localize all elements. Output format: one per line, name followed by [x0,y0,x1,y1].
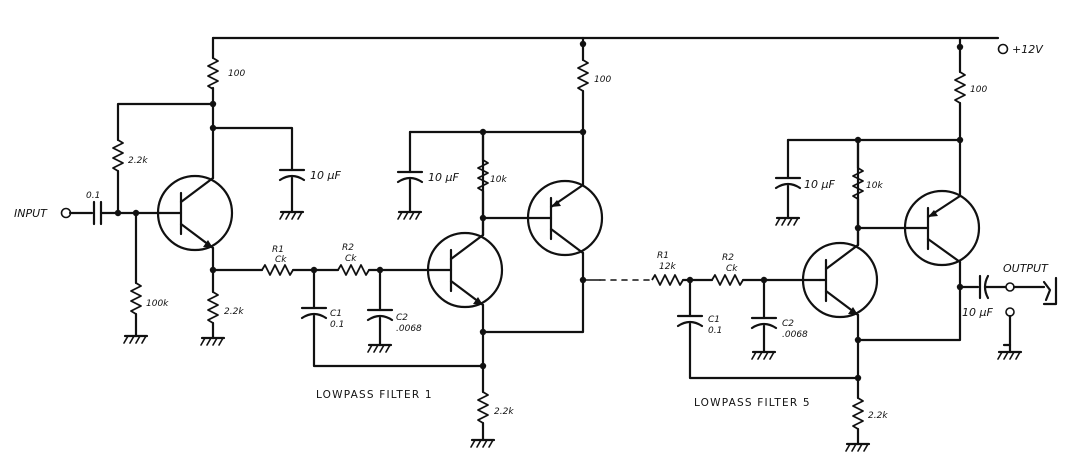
filter1-r2-name: R2 [342,243,354,253]
resistor-emitter-2-2k [477,391,489,424]
transistor-q5 [856,189,981,267]
resistor-emitter-2-2k [207,291,219,324]
resistor-bias-100k [130,282,142,315]
collector-res-label: 100 [228,69,245,79]
filter1-emitter-res-label: 2.2k [494,407,514,417]
transistor-q3 [481,179,604,257]
ground-symbol [775,216,801,226]
filter1-decoupling-label: 10 µF [428,171,459,184]
filter5-caption: LOWPASS FILTER 5 [694,397,811,409]
filter5-c2-name: C2 [782,319,794,329]
supply-terminal: +12V [997,43,1044,56]
ground-symbol [470,438,496,448]
bias-top-label: 2.2k [128,156,148,166]
resistor-base-10k [852,167,864,200]
filter5-r1-name: R1 [657,251,669,261]
input-stage: 100 2.2k INPUT 0.1 100k [14,36,341,346]
transistor-q4 [801,241,879,319]
resistor-base-10k [477,159,489,192]
ground-symbol [123,334,149,344]
resistor-r2 [337,264,370,276]
filter1-caption: LOWPASS FILTER 1 [316,389,433,401]
resistor-r1 [651,274,684,286]
ground-symbol [367,343,393,353]
ground-symbol [751,350,777,360]
resistor-bias-2-2k [112,139,124,172]
filter1-r1-value: Ck [275,255,287,265]
resistor-supply-100 [954,71,966,104]
supply-label: +12V [1012,43,1044,56]
resistor-collector-100 [207,57,219,90]
filter5-emitter-res-label: 2.2k [868,411,888,421]
input-label: INPUT [14,207,48,220]
filter5-r2-value: Ck [726,264,738,274]
ground-symbol [200,336,226,346]
decoupling-cap-label: 10 µF [310,169,341,182]
filter1-supply-res-label: 100 [594,75,611,85]
emitter-res-label: 2.2k [224,307,244,317]
resistor-r2 [711,274,744,286]
output-cap-label: 10 µF [962,306,993,319]
filter1-c2-name: C2 [396,313,408,323]
lowpass-filter-5: R1 12k R2 Ck C1 0.1 C2 .0068 [651,36,987,452]
filter5-r1-value: 12k [659,262,676,272]
filter1-c2-value: .0068 [396,324,422,334]
lowpass-filter-1: R1 Ck R2 Ck C1 0.1 C2 .0068 [211,36,651,448]
transistor-q2 [426,231,504,309]
filter5-c1-value: 0.1 [708,326,722,336]
filter1-c1-name: C1 [330,309,342,319]
transistor-q1 [156,174,234,252]
resistor-r1 [261,264,294,276]
bias-bottom-label: 100k [146,299,169,309]
output-stage: 10 µF OUTPUT [958,262,1058,360]
filter1-r2-value: Ck [345,254,357,264]
filter5-c2-value: .0068 [782,330,808,340]
supply-rail [211,36,1000,51]
filter1-r1-name: R1 [272,245,284,255]
ground-symbol [397,210,423,220]
resistor-supply-100 [577,59,589,92]
filter5-base-res-label: 10k [866,181,883,191]
ground-symbol [279,210,305,220]
filter5-supply-res-label: 100 [970,85,987,95]
resistor-emitter-2-2k [852,397,864,430]
filter5-r2-name: R2 [722,253,734,263]
filter5-c1-name: C1 [708,315,720,325]
filter1-c1-value: 0.1 [330,320,344,330]
filter5-decoupling-label: 10 µF [804,178,835,191]
coupling-cap-label: 0.1 [86,191,100,201]
filter1-base-res-label: 10k [490,175,507,185]
ground-symbol [845,442,871,452]
ground-symbol [997,350,1023,360]
output-label: OUTPUT [1003,262,1049,275]
